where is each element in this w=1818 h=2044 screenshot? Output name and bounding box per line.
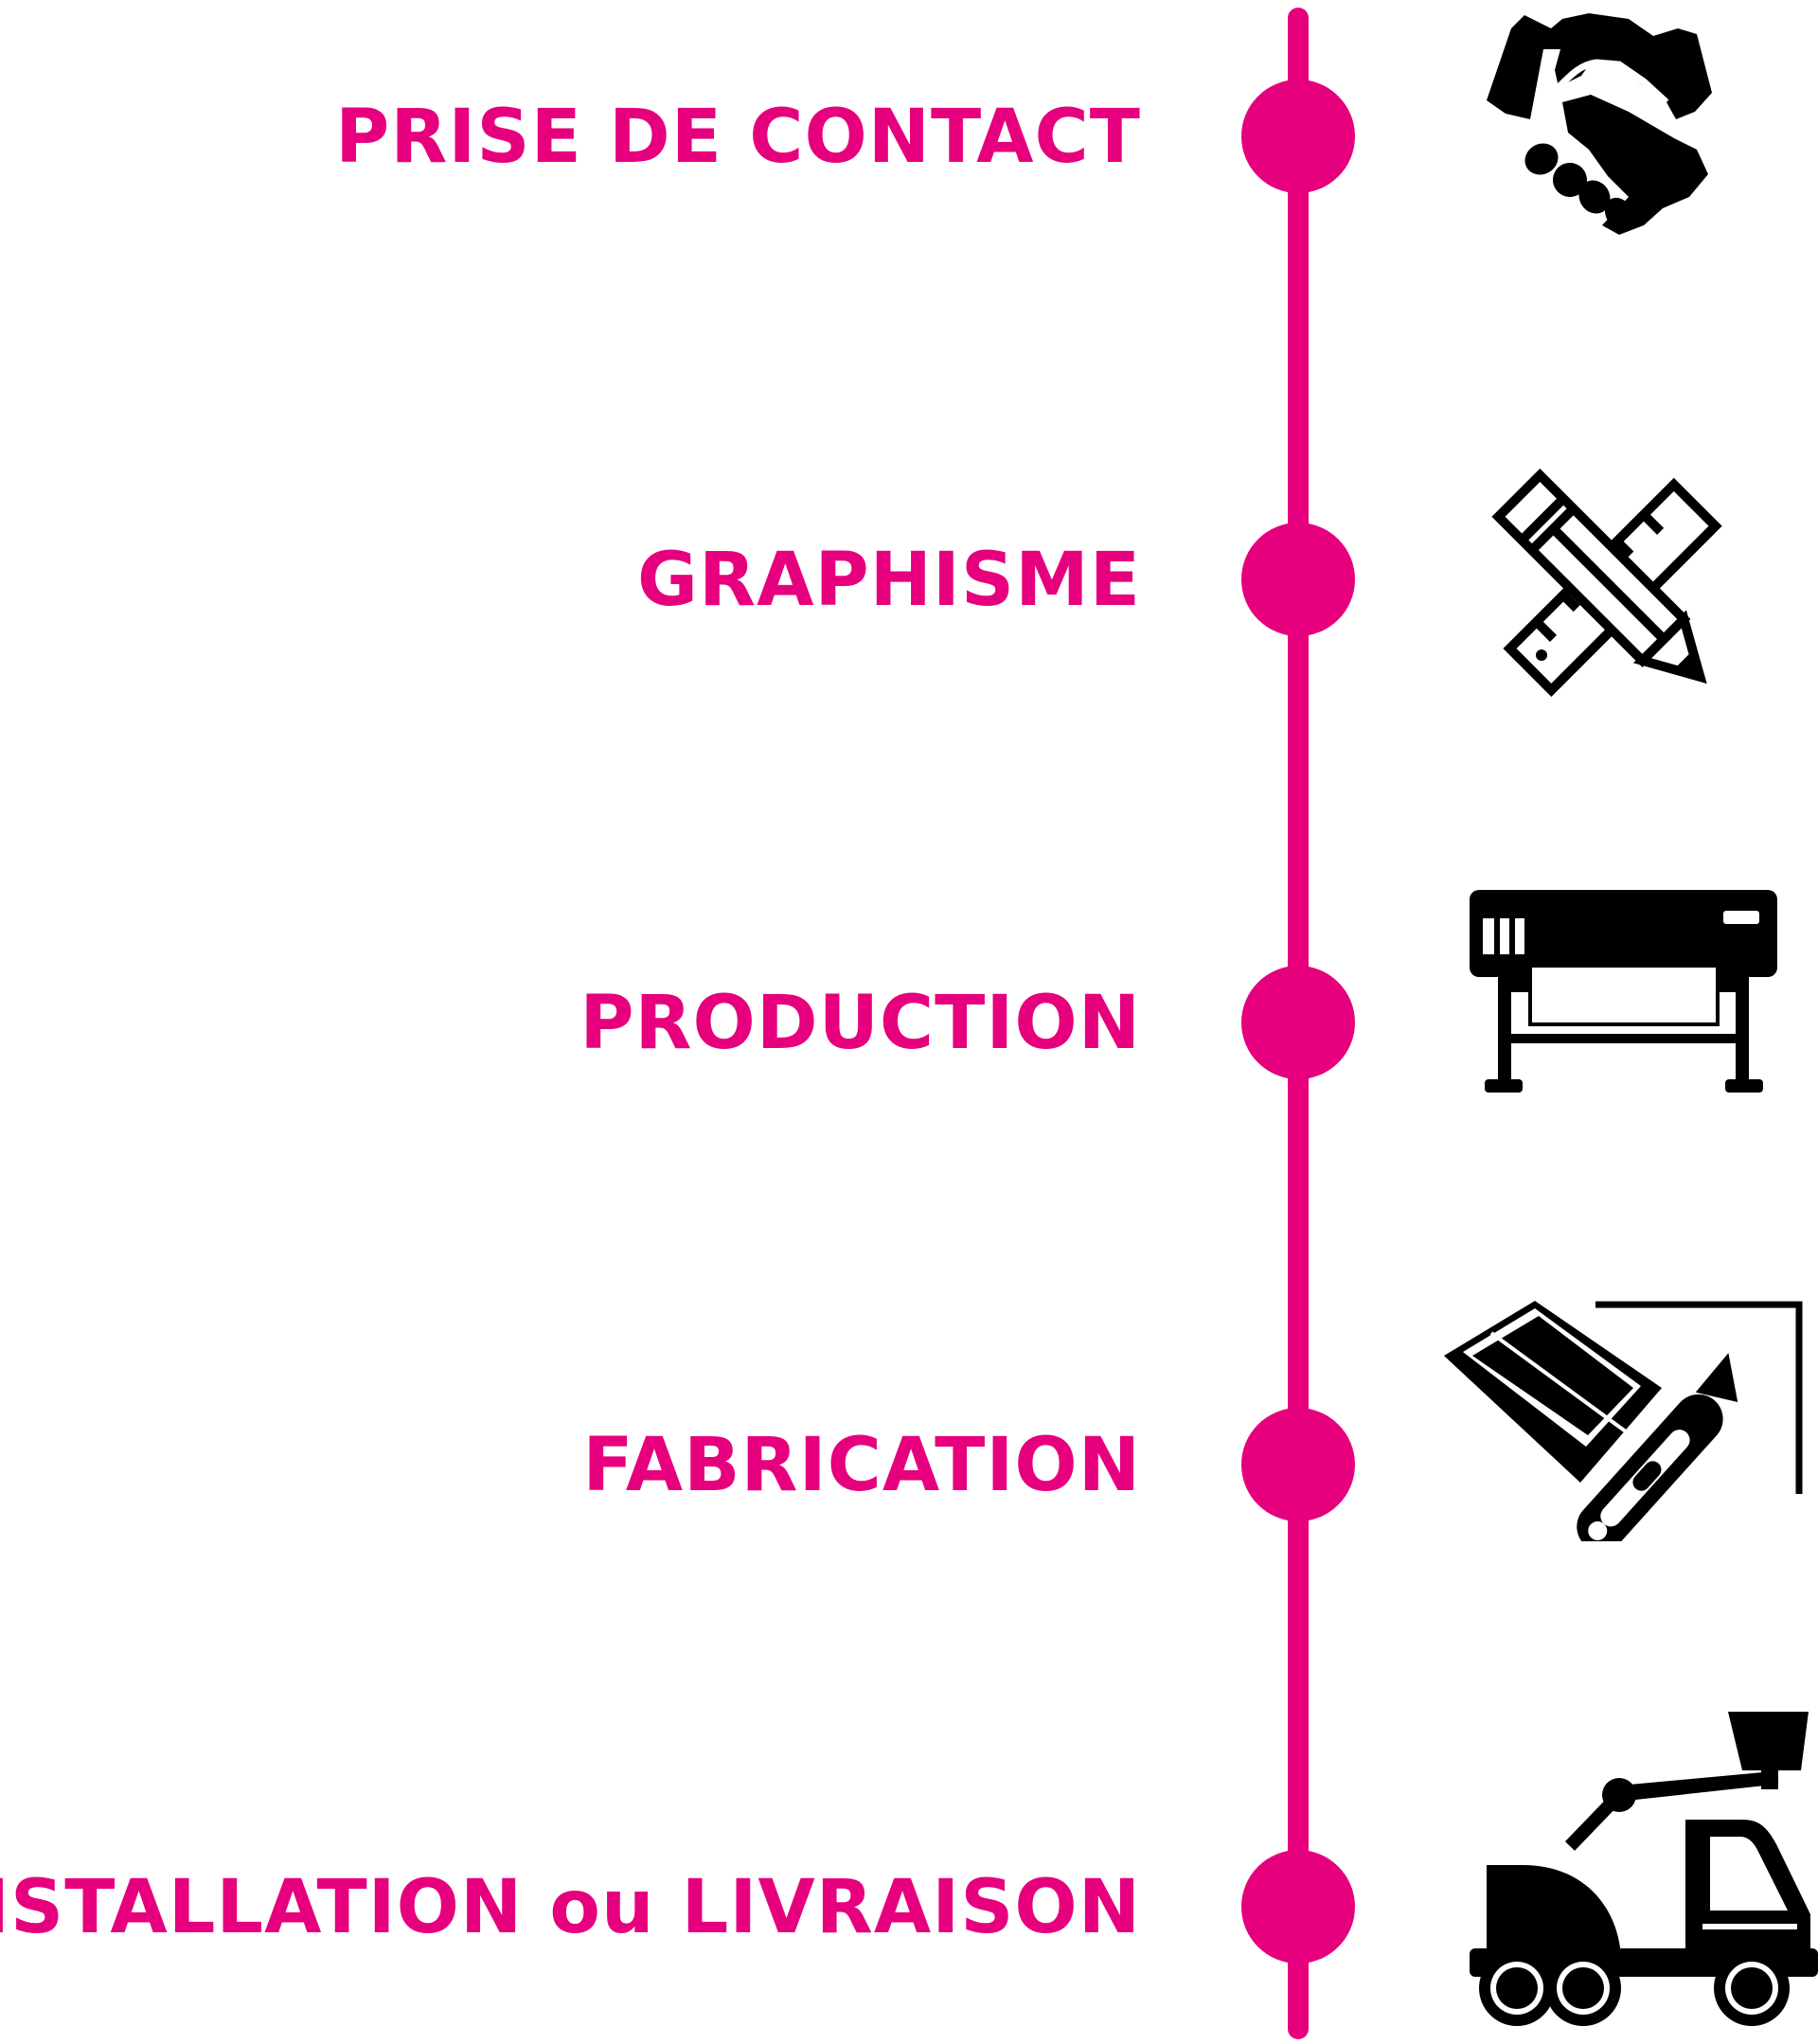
large-format-printer-icon xyxy=(1470,890,1777,1098)
timeline-dot-3 xyxy=(1241,966,1355,1079)
timeline-dot-2 xyxy=(1241,523,1355,636)
step-label-3: PRODUCTION xyxy=(579,981,1141,1066)
squeegee-cutter-icon xyxy=(1444,1295,1804,1541)
handshake-icon xyxy=(1477,8,1780,240)
timeline-dot-1 xyxy=(1241,80,1355,193)
pencil-ruler-icon xyxy=(1487,464,1738,710)
boom-lift-truck-icon xyxy=(1468,1704,1818,2040)
timeline-dot-5 xyxy=(1241,1850,1355,1964)
step-label-4: FABRICATION xyxy=(582,1423,1141,1508)
step-label-2: GRAPHISME xyxy=(637,538,1141,623)
step-label-1: PRISE DE CONTACT xyxy=(335,95,1141,180)
timeline-dot-4 xyxy=(1241,1408,1355,1521)
step-label-5: INSTALLATION ou LIVRAISON xyxy=(0,1865,1141,1950)
